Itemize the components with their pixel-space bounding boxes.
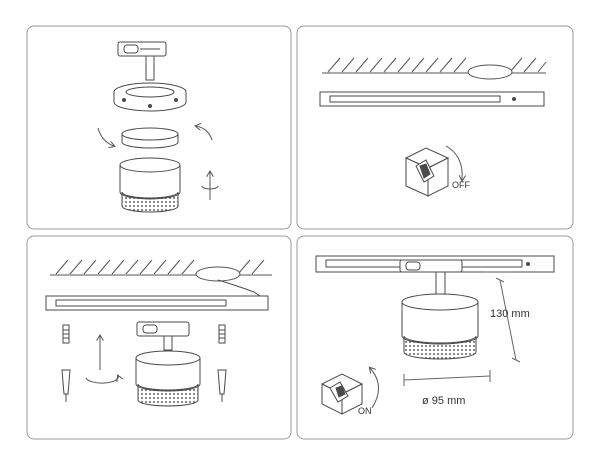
diameter-label: ø 95 mm: [422, 395, 465, 407]
ceiling: [322, 57, 547, 80]
switch-off-label: OFF: [452, 180, 470, 190]
wall-switch-off: [404, 147, 450, 197]
stem: [435, 271, 446, 295]
rotate-arrow-left: [97, 127, 114, 146]
panel-2: OFF: [296, 25, 574, 230]
panel-3: [26, 235, 292, 440]
lift-rotate-arrow: [201, 172, 219, 200]
track-adapter: [399, 259, 463, 273]
panel-1: [26, 25, 292, 230]
ceiling: [50, 259, 272, 282]
height-dimension: [484, 271, 521, 363]
lamp-body: [119, 157, 181, 213]
screw-left: [61, 324, 71, 402]
rotate-arrow-right: [196, 126, 213, 141]
track-adapter: [136, 321, 190, 337]
diameter-dimension: [403, 370, 491, 386]
wall-switch-on: [320, 373, 364, 415]
mounting-plate: [113, 82, 187, 112]
stem: [163, 335, 173, 351]
fixing-disc: [121, 127, 179, 149]
switch-on-arrow: [370, 368, 379, 409]
lamp-body: [401, 293, 479, 360]
lift-rotate-arrow: [85, 336, 118, 384]
switch-off-arrow: [445, 145, 462, 180]
switch-on-label: ON: [358, 406, 372, 416]
height-label: 130 mm: [490, 308, 530, 320]
lamp-body: [135, 350, 201, 407]
screw-right: [217, 324, 227, 402]
track-rail: [45, 279, 269, 311]
track-rail: [319, 91, 545, 107]
panel-4: 130 mm ø 95 mm ON: [296, 235, 574, 440]
stem: [145, 55, 155, 81]
track-adapter: [117, 41, 167, 57]
